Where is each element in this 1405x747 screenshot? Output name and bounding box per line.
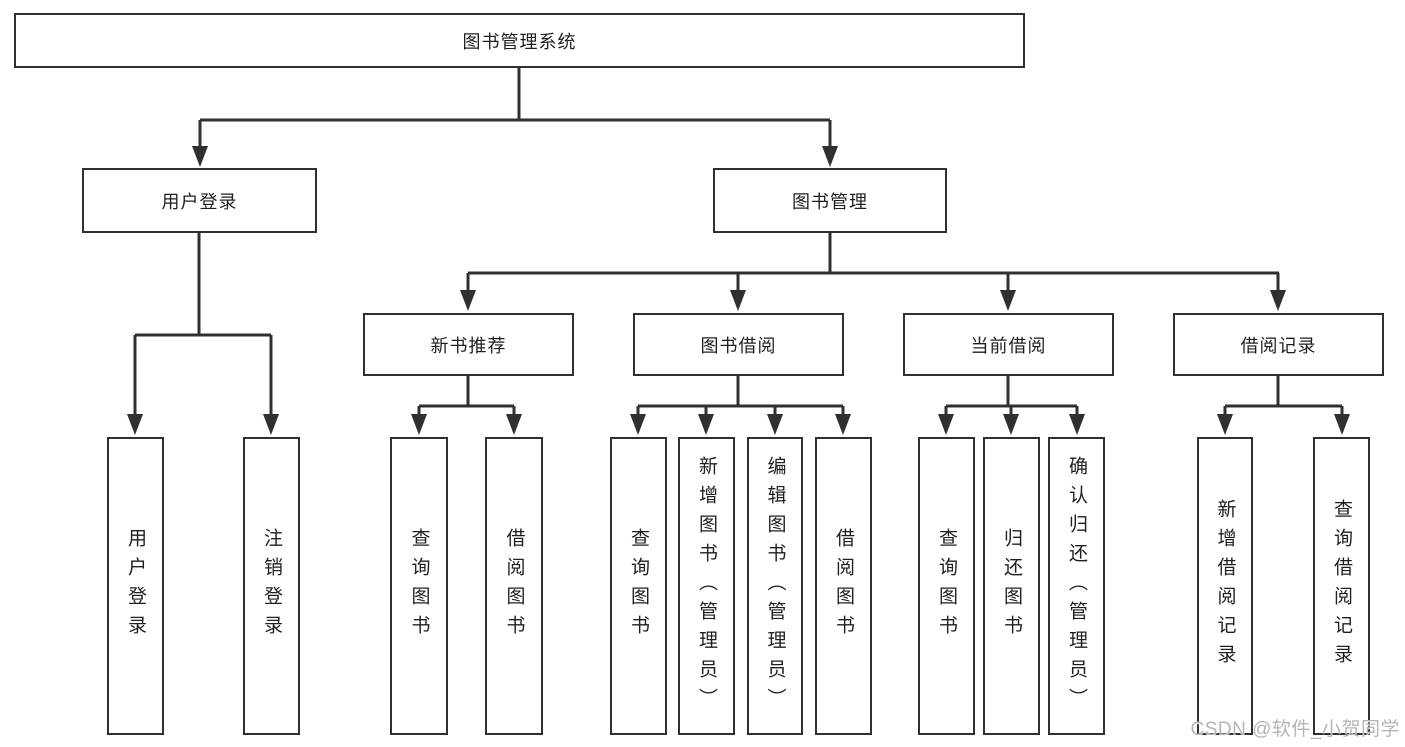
node-user-login-label: 用户登录 (161, 191, 238, 212)
leaf-query-books-recommend: 查询图书 (390, 437, 448, 735)
leaf-edit-book-admin: 编辑图书（管理员） (747, 437, 803, 735)
leaf-logout: 注销登录 (243, 437, 300, 735)
leaf-add-book-admin: 新增图书（管理员） (678, 437, 735, 735)
leaf-borrow-books-borrowing-label: 借阅图书 (833, 528, 854, 644)
edge-borrowing-records-to-leaves (1217, 376, 1350, 435)
leaf-logout-label: 注销登录 (261, 528, 282, 644)
edge-user-login-to-leaves (127, 233, 279, 435)
node-book-borrowing-label: 图书借阅 (700, 335, 777, 356)
edge-current-borrowing-to-leaves (938, 376, 1085, 435)
leaf-query-borrow-record-label: 查询借阅记录 (1331, 499, 1352, 673)
leaf-borrow-books-recommend-label: 借阅图书 (503, 528, 525, 644)
leaf-confirm-return-admin-label: 确认归还（管理员） (1066, 455, 1087, 717)
edge-book-borrowing-to-leaves (630, 376, 851, 435)
leaf-add-borrow-record-label: 新增借阅记录 (1214, 499, 1236, 673)
leaf-return-books-label: 归还图书 (1001, 528, 1022, 644)
leaf-query-books-borrowing: 查询图书 (610, 437, 667, 735)
node-new-book-recommend: 新书推荐 (363, 313, 574, 376)
node-borrowing-records-label: 借阅记录 (1240, 335, 1317, 356)
leaf-edit-book-admin-label: 编辑图书（管理员） (764, 455, 786, 717)
node-book-management: 图书管理 (713, 168, 947, 233)
leaf-return-books: 归还图书 (983, 437, 1040, 735)
edge-root-to-level2 (192, 68, 838, 167)
leaf-query-borrow-record: 查询借阅记录 (1313, 437, 1370, 735)
node-borrowing-records: 借阅记录 (1173, 313, 1384, 376)
leaf-add-book-admin-label: 新增图书（管理员） (696, 455, 717, 717)
node-user-login: 用户登录 (82, 168, 317, 233)
leaf-confirm-return-admin: 确认归还（管理员） (1048, 437, 1105, 735)
leaf-user-login-label: 用户登录 (125, 528, 146, 644)
node-new-book-recommend-label: 新书推荐 (430, 335, 507, 356)
node-current-borrowing-label: 当前借阅 (970, 335, 1047, 356)
leaf-borrow-books-recommend: 借阅图书 (485, 437, 543, 735)
edge-new-book-recommend-to-leaves (411, 376, 522, 435)
edge-book-management-to-level3 (460, 233, 1286, 311)
leaf-query-books-borrowing-label: 查询图书 (628, 528, 649, 644)
node-current-borrowing: 当前借阅 (903, 313, 1114, 376)
node-book-management-label: 图书管理 (792, 191, 868, 212)
leaf-query-books-recommend-label: 查询图书 (408, 528, 430, 644)
leaf-borrow-books-borrowing: 借阅图书 (815, 437, 872, 735)
leaf-query-books-current: 查询图书 (918, 437, 975, 735)
node-library-system: 图书管理系统 (14, 13, 1025, 68)
leaf-add-borrow-record: 新增借阅记录 (1197, 437, 1253, 735)
node-book-borrowing: 图书借阅 (633, 313, 844, 376)
leaf-user-login: 用户登录 (107, 437, 164, 735)
node-library-system-label: 图书管理系统 (462, 31, 577, 52)
leaf-query-books-current-label: 查询图书 (936, 528, 957, 644)
